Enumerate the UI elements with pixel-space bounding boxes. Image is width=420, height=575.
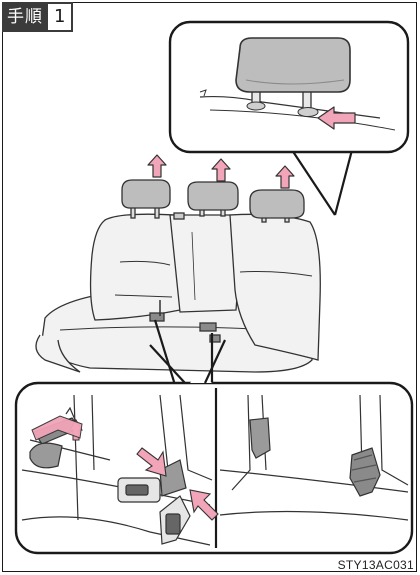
raise-headrest-arrow-left [148,155,166,177]
raise-headrest-arrow-center [212,159,230,181]
raise-headrest-arrow-right [276,166,294,188]
rear-seat [36,214,320,372]
reference-code: STY13AC031 [338,558,414,572]
